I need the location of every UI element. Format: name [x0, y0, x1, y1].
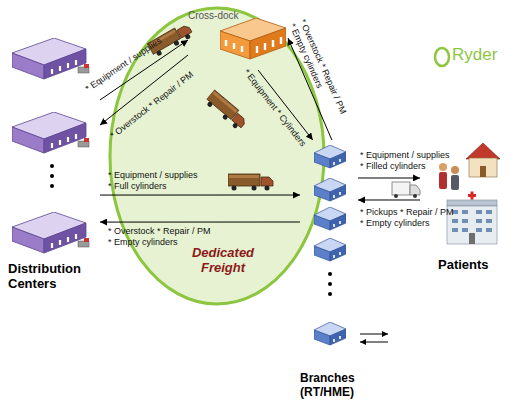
flow-arrow [358, 199, 420, 200]
flow-label: * Overstock * Repair / PM * Empty cylind… [108, 226, 213, 248]
truck-icon [147, 22, 194, 59]
flow-label: * Equipment / supplies * Full cylinders [108, 170, 200, 192]
hospital-roof [447, 200, 497, 206]
warehouse-icon [12, 212, 89, 253]
flow-label: * Equipment / supplies * Filled cylinder… [360, 150, 452, 172]
node-label: Branches (RT/HME) [300, 372, 385, 400]
van-wheel [394, 194, 398, 198]
flow-arrow [100, 195, 300, 196]
cross-dock-icon [220, 18, 286, 59]
legend-item: Ryder [452, 45, 497, 65]
legend-sample [435, 48, 449, 66]
ellipsis-dot [50, 174, 54, 178]
person-body [451, 175, 459, 190]
ellipsis-dot [328, 282, 332, 286]
group-title: Dedicated Freight [183, 246, 263, 276]
flow-label: * Pickups * Repair / PM * Empty cylinder… [360, 207, 456, 229]
red-cross [468, 194, 476, 197]
ellipsis-dot [328, 272, 332, 276]
house-body [469, 158, 497, 177]
flow-arrow [358, 177, 420, 178]
flow-arrow [100, 40, 188, 100]
flow-label: * Overstock * Repair / PM [108, 65, 201, 141]
branch-icon [314, 207, 346, 230]
flow-label: * Equipment / supplies [83, 29, 172, 94]
person-body [439, 172, 447, 189]
person-head [451, 166, 459, 174]
flow-arrow [100, 222, 300, 223]
person-head [439, 163, 447, 171]
branch-icon [314, 178, 346, 201]
branches: Branches (RT/HME) [300, 140, 358, 402]
warehouse-icon [12, 38, 89, 79]
ellipsis-dot [328, 292, 332, 296]
warehouse-icon [12, 112, 89, 153]
flow-arrow [100, 55, 188, 125]
branch-icon [314, 322, 346, 345]
truck-icon [147, 22, 194, 59]
exchange-arrow [360, 342, 388, 343]
hospital-door [469, 233, 475, 244]
node-label: Distribution Centers [8, 262, 100, 292]
ellipsis-dot [50, 164, 54, 168]
truck-icon [204, 90, 249, 132]
node-label: Patients [438, 258, 518, 273]
node-label: Cross-dock [188, 10, 248, 22]
freight-ellipse: Dedicated Freight Cross-dock [108, 6, 326, 306]
truck-icon [204, 90, 249, 132]
flow-label: * Equipment * Cylinders [241, 67, 311, 153]
red-cross [471, 192, 474, 200]
exchange-arrow [360, 334, 388, 335]
hospital-building [447, 206, 497, 244]
distribution-centers: Distribution Centers [5, 35, 100, 300]
ellipse-outline [110, 8, 324, 304]
flow-arrow [258, 70, 313, 140]
truck-icon [228, 174, 273, 191]
house-door [480, 166, 486, 177]
house-roof [466, 143, 500, 159]
legend-label: Ryder [452, 45, 497, 65]
hospital-windows [452, 212, 492, 230]
flow-arrow [288, 38, 332, 140]
patients: Patients [420, 150, 525, 275]
branch-icon [314, 238, 346, 261]
van-cab [410, 185, 420, 195]
van-wheel [413, 194, 417, 198]
branch-icon [314, 145, 346, 168]
flow-label: * Overstock * Repair / PM * Empty cylind… [287, 18, 350, 123]
cross-dock: Cross-dock [188, 10, 288, 70]
van-body [392, 182, 410, 195]
ellipsis-dot [50, 184, 54, 188]
